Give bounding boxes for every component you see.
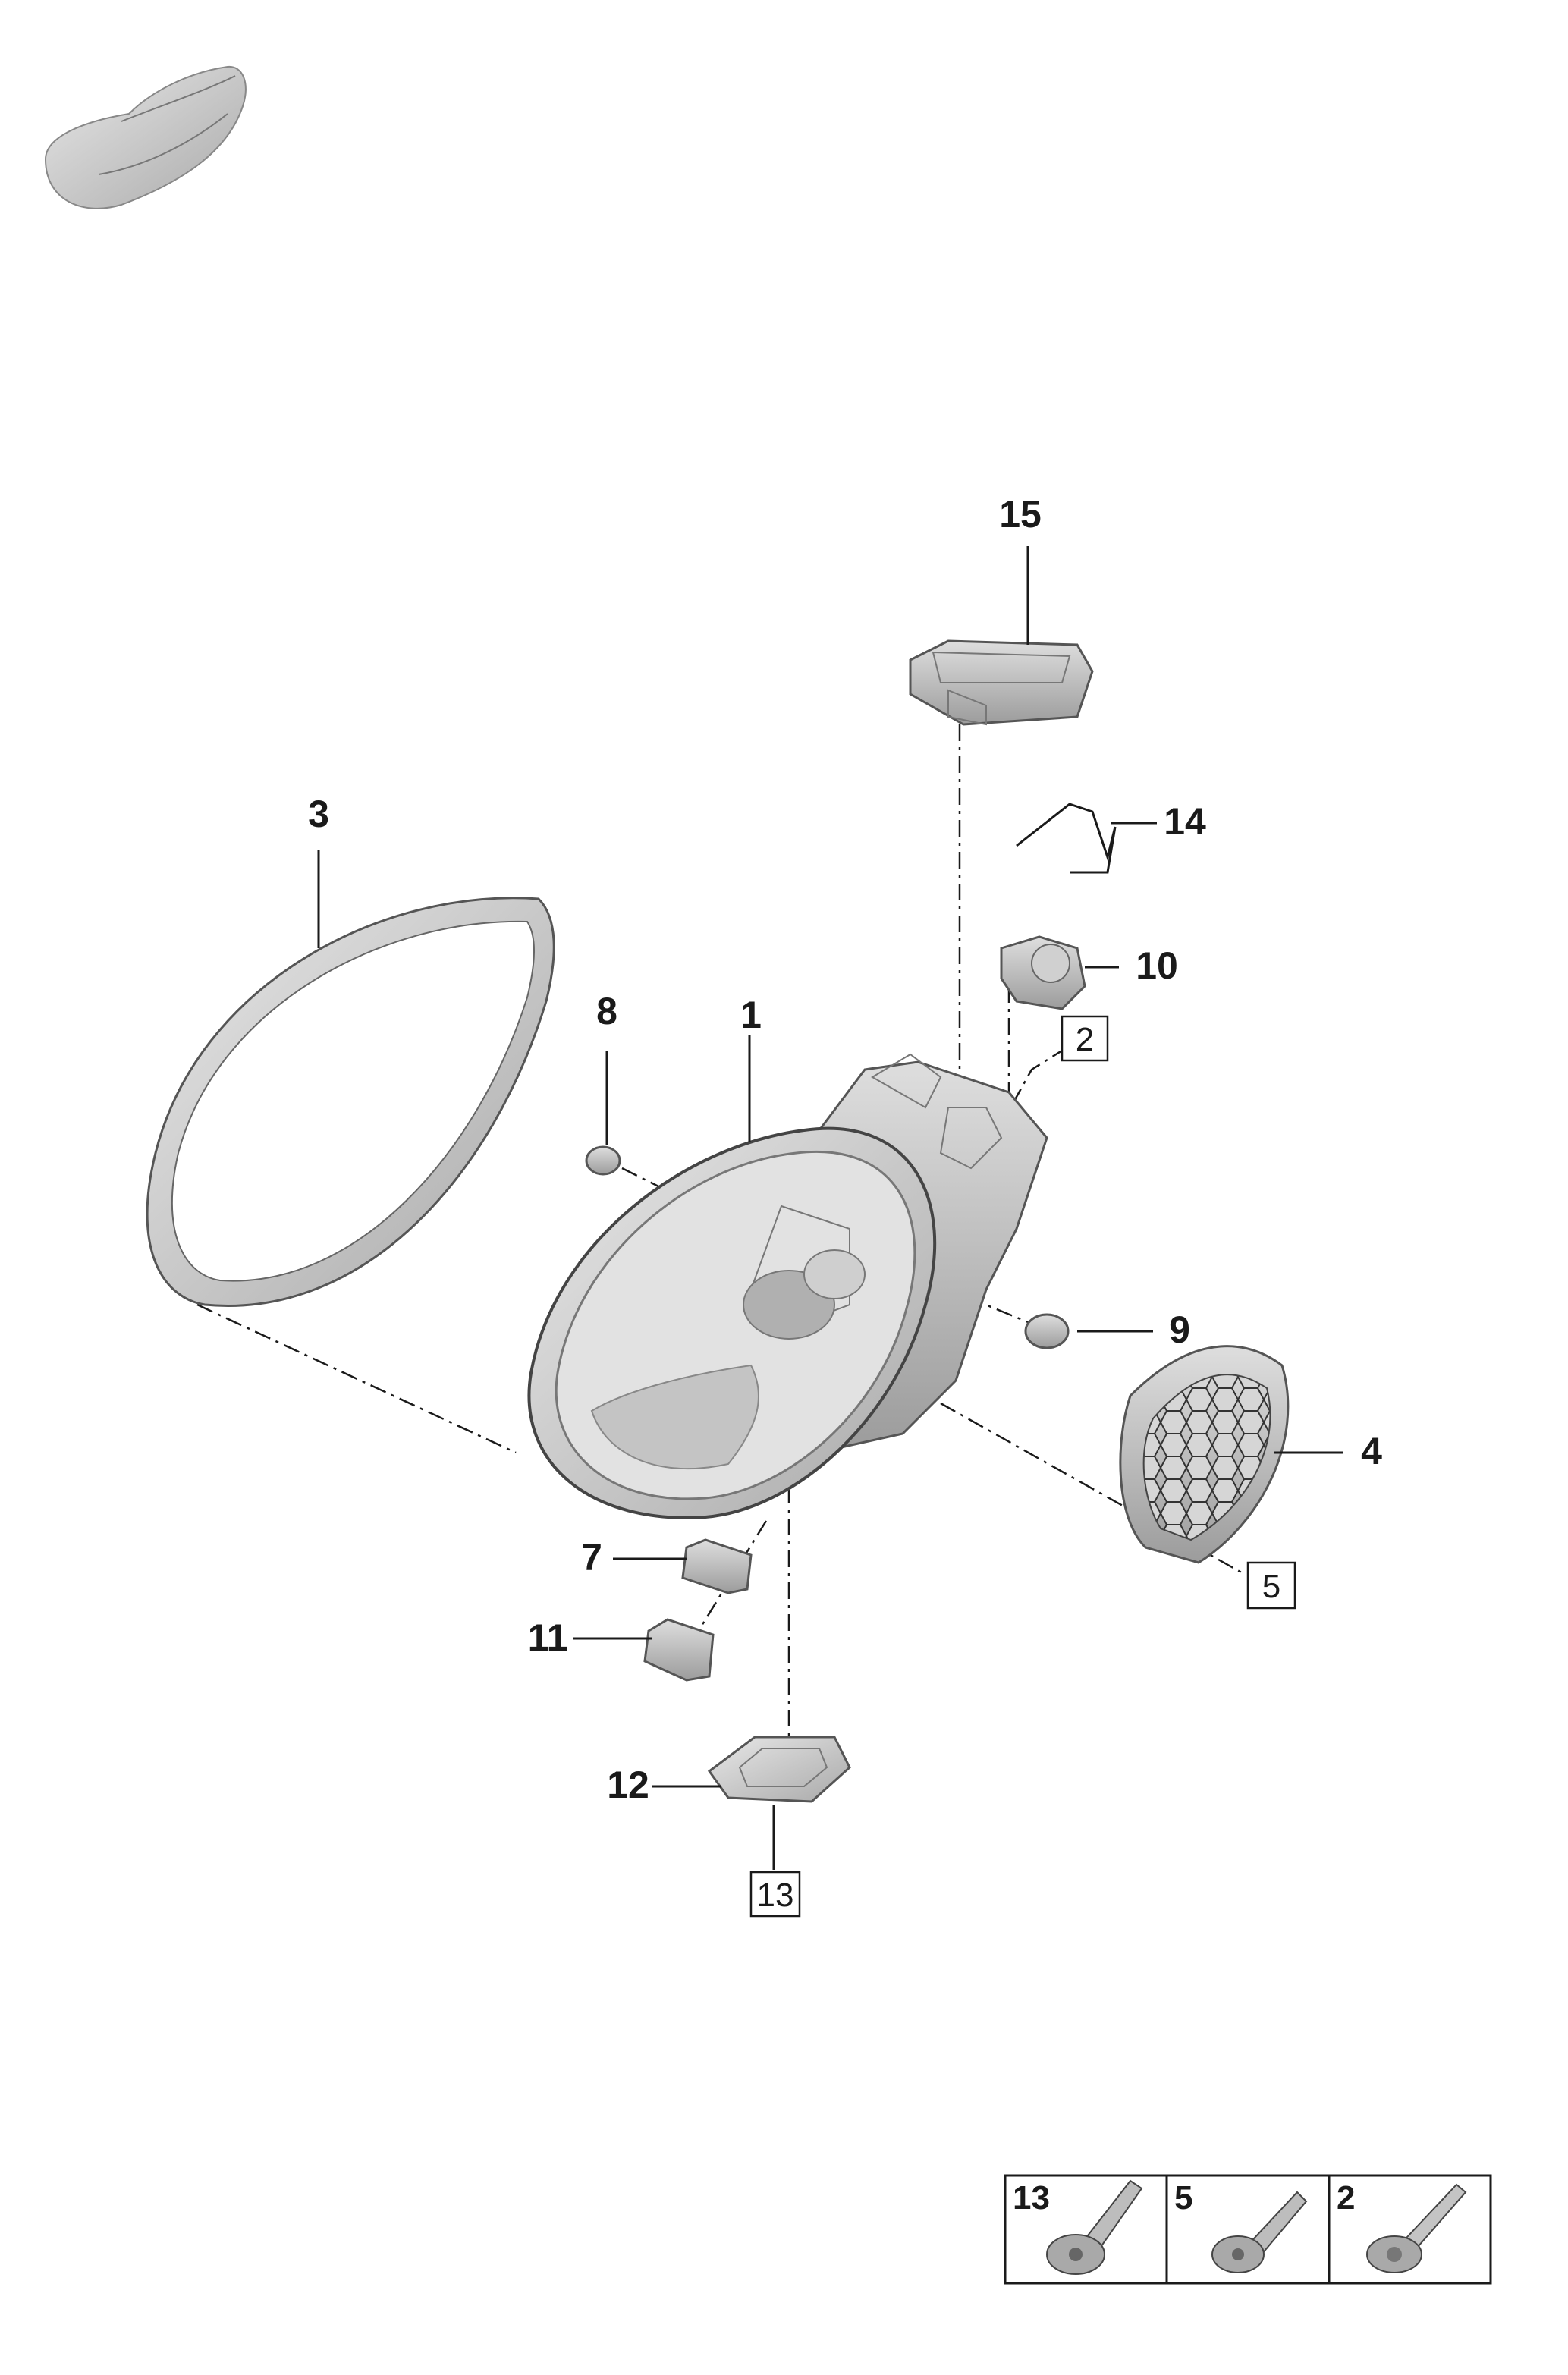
bolt-washer-icon xyxy=(1366,2183,1467,2273)
box-ref-2: 2 xyxy=(1076,1021,1094,1058)
legend-13-number: 13 xyxy=(1013,2179,1050,2216)
car-silhouette-icon xyxy=(44,65,247,209)
part-8-plug xyxy=(585,1145,621,1176)
callout-8: 8 xyxy=(596,990,617,1032)
part-7-socket xyxy=(681,1538,753,1594)
part-12-cover-plate xyxy=(707,1736,851,1803)
boxed-references: 2 5 13 xyxy=(749,1015,1296,1918)
callout-10: 10 xyxy=(1136,944,1178,987)
callout-11: 11 xyxy=(528,1616,568,1659)
callout-labels: 15 3 14 10 8 1 9 4 7 11 12 xyxy=(308,493,1382,1806)
legend-2-number: 2 xyxy=(1337,2179,1355,2216)
callout-1: 1 xyxy=(740,994,762,1036)
part-11-socket xyxy=(643,1618,715,1682)
box-ref-5: 5 xyxy=(1262,1568,1280,1605)
box-ref-13: 13 xyxy=(757,1877,794,1914)
part-4-rear-cover xyxy=(1119,1345,1290,1564)
legend-5-number: 5 xyxy=(1174,2179,1192,2216)
part-1-headlight-housing xyxy=(527,1053,1048,1519)
callout-7: 7 xyxy=(581,1536,602,1579)
part-14-wire-clip xyxy=(1016,803,1117,874)
part-15-control-unit xyxy=(909,639,1094,726)
screw-flange-icon xyxy=(1046,2179,1143,2275)
screw-pan-icon xyxy=(1211,2191,1308,2273)
part-9-plug xyxy=(1024,1313,1070,1349)
callout-3: 3 xyxy=(308,793,329,835)
part-3-trim-ring xyxy=(146,897,555,1307)
callout-15: 15 xyxy=(999,493,1042,536)
callout-12: 12 xyxy=(607,1764,649,1806)
callout-14: 14 xyxy=(1164,800,1206,843)
callout-4: 4 xyxy=(1361,1430,1382,1472)
part-10-cover-cap xyxy=(1000,935,1086,1010)
fastener-legend: 13 5 2 xyxy=(1004,2174,1492,2285)
callout-9: 9 xyxy=(1169,1308,1190,1351)
leader-lines xyxy=(317,546,1343,1870)
